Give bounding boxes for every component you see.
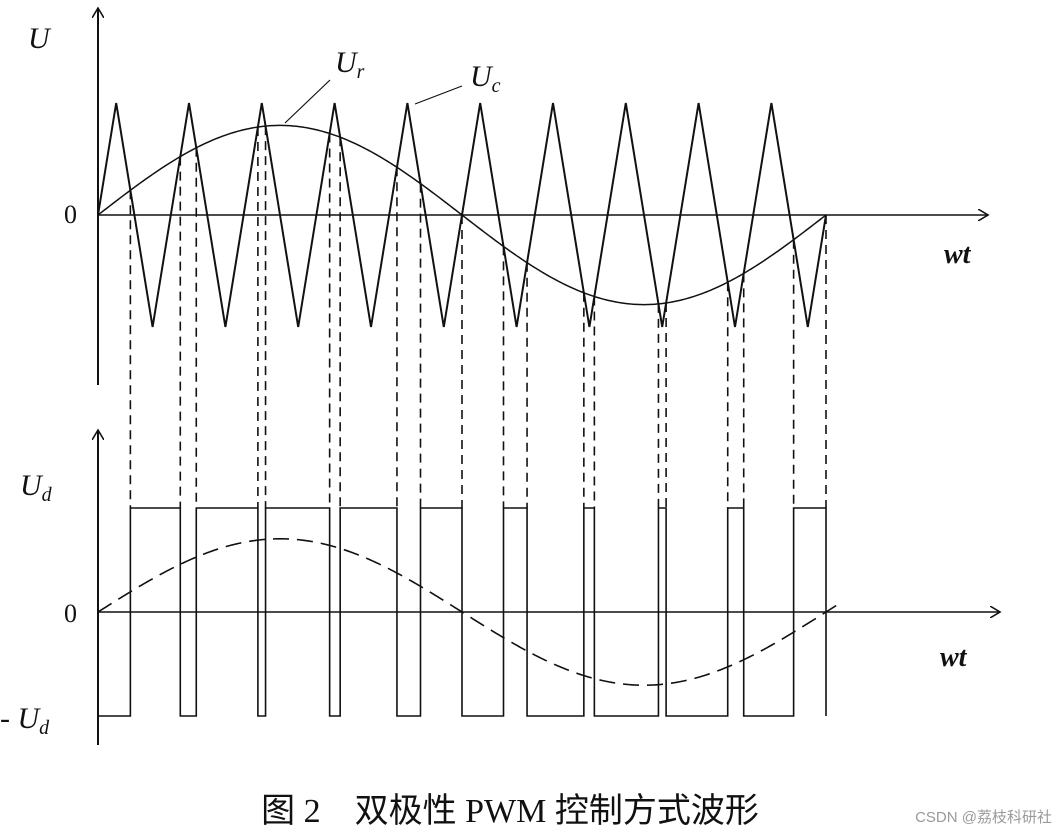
neg-ud-label: - Ud xyxy=(0,702,50,739)
ur-label: Ur xyxy=(335,46,365,83)
reference-sine-wave xyxy=(97,124,827,306)
output-fundamental-dashed xyxy=(97,537,841,687)
top-wt-label: wt xyxy=(944,239,972,270)
reference-sine-line xyxy=(97,124,827,306)
pwm-output-waveform xyxy=(98,507,827,717)
fundamental-dashed-line xyxy=(97,537,841,687)
top-zero-label: 0 xyxy=(64,200,77,229)
bottom-wt-label: wt xyxy=(940,642,968,673)
bottom-zero-label: 0 xyxy=(64,599,77,628)
uc-label: Uc xyxy=(470,60,501,97)
figure-caption: 图 2 双极性 PWM 控制方式波形 xyxy=(261,792,759,830)
uc-leader-line xyxy=(414,85,463,105)
switching-instant-lines xyxy=(129,126,827,508)
pwm-output-line xyxy=(98,507,827,717)
ur-leader-line xyxy=(284,79,331,124)
ud-label: Ud xyxy=(20,469,53,506)
watermark: CSDN @荔枝科研社 xyxy=(915,809,1052,826)
u-axis-label: U xyxy=(28,22,52,55)
